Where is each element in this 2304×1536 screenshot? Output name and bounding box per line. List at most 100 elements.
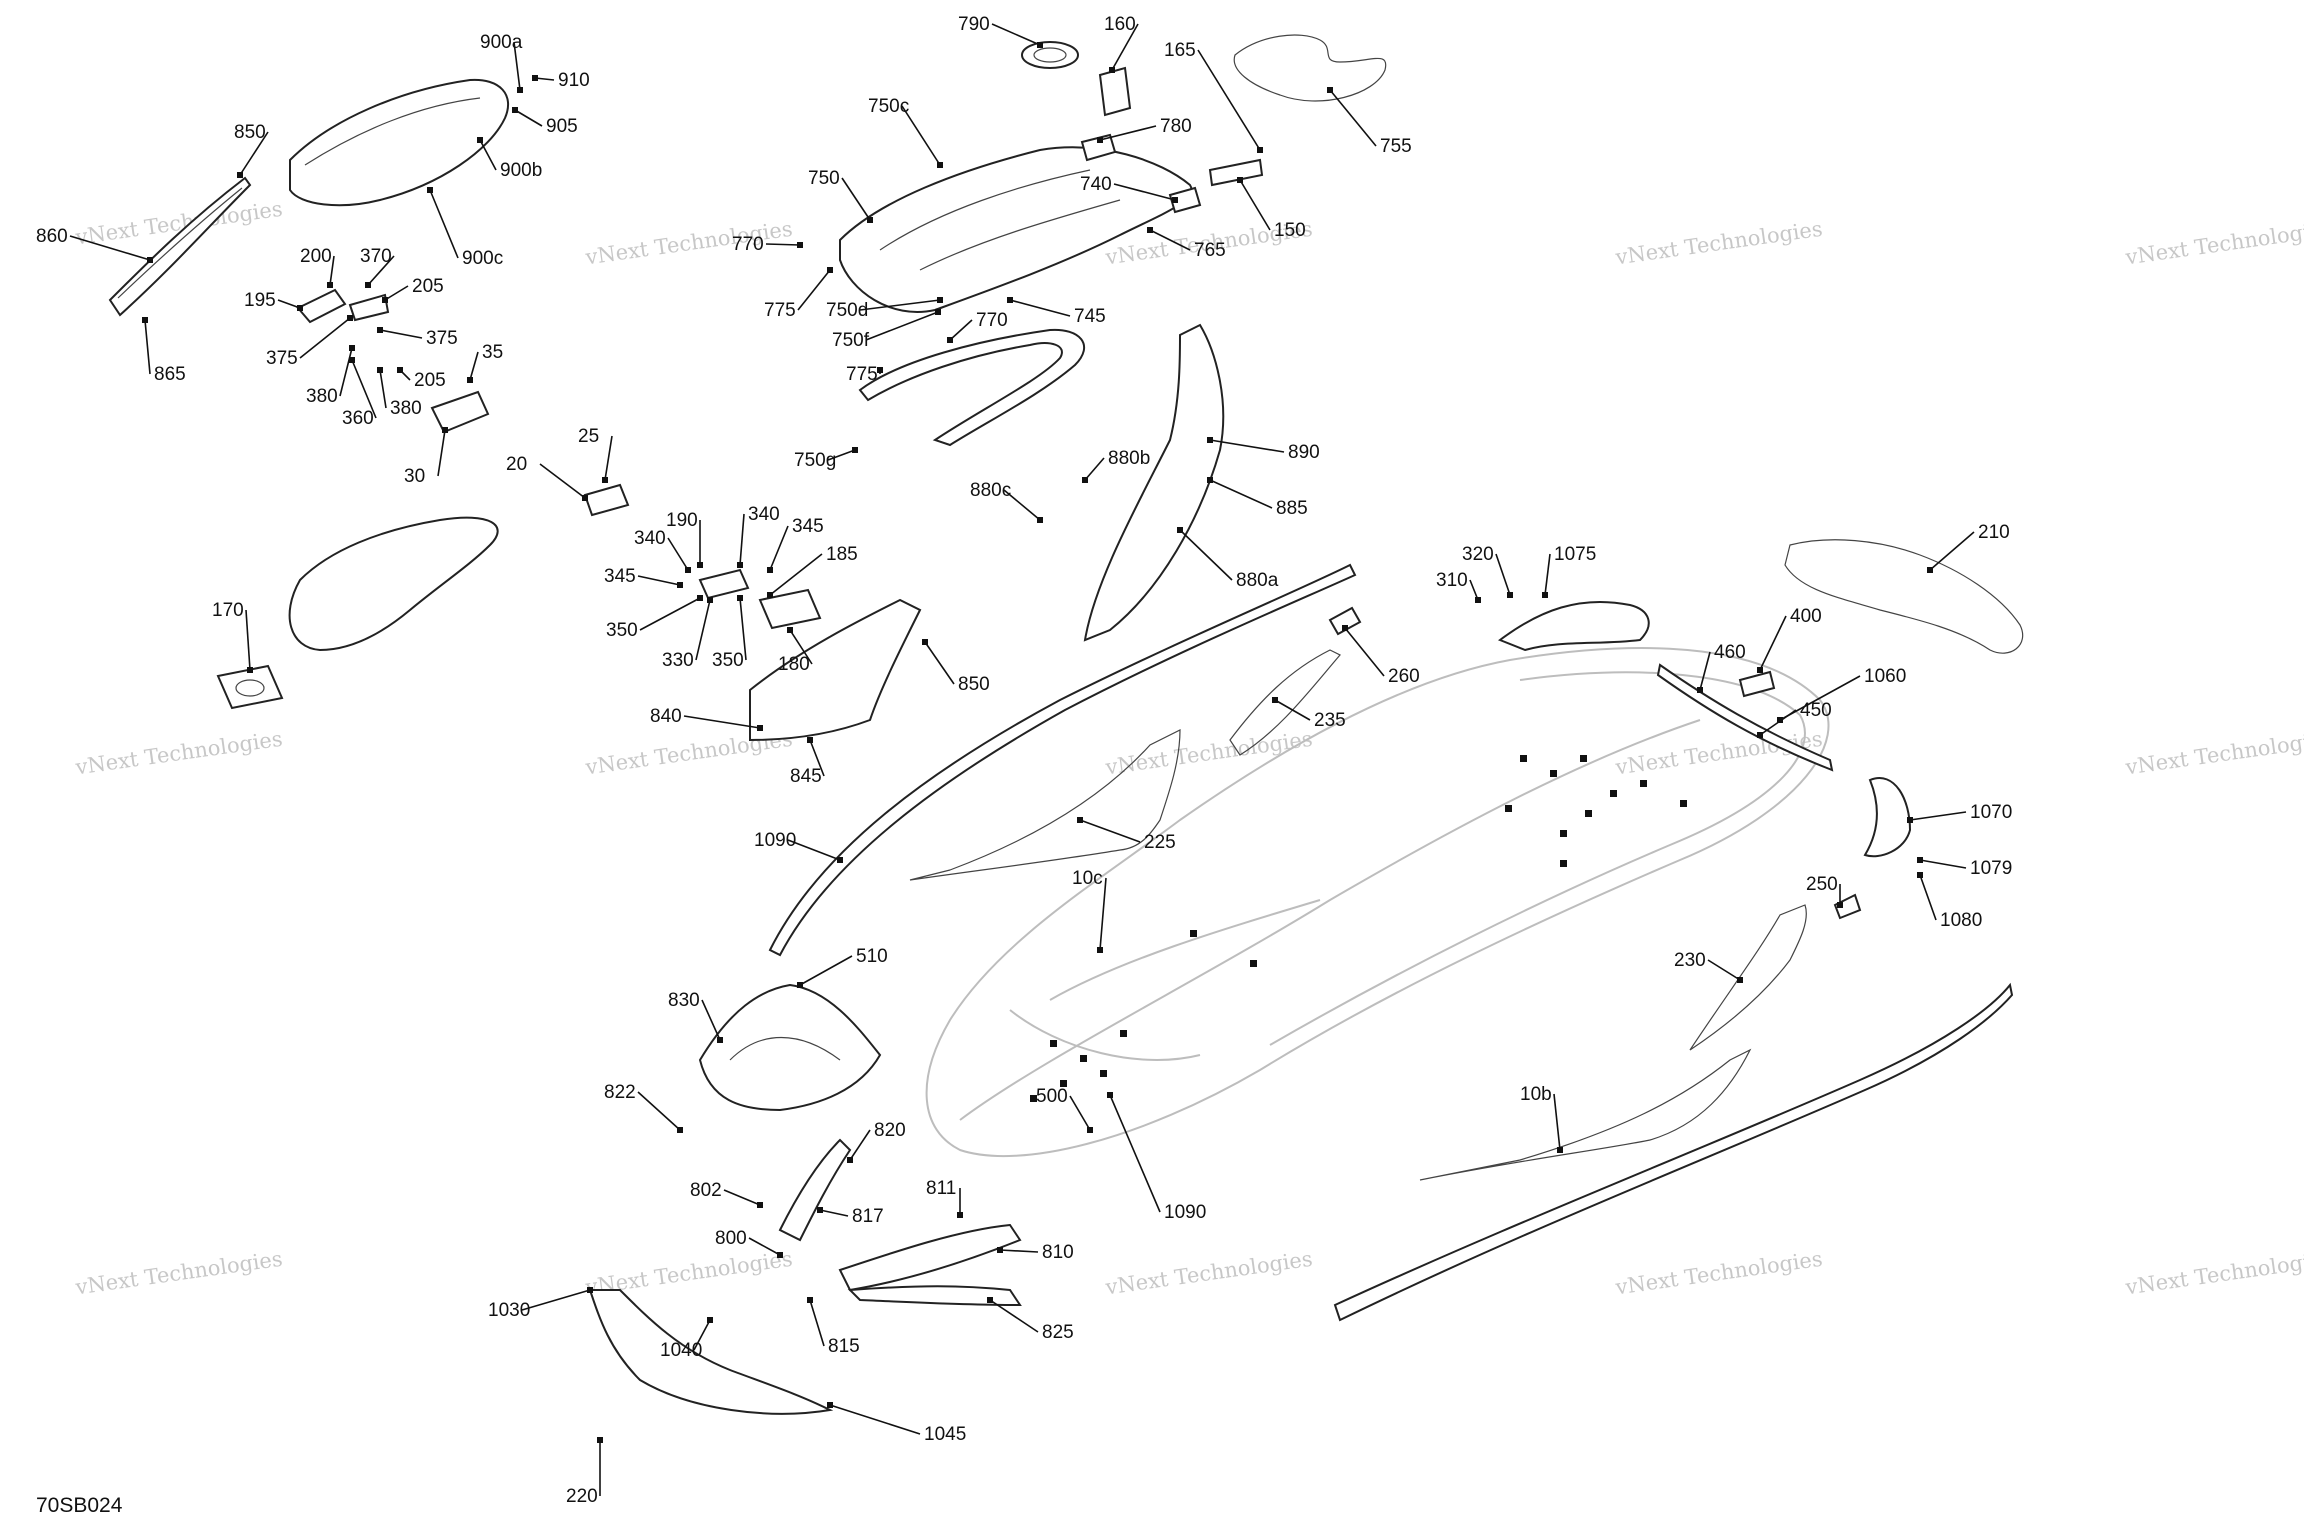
leader-line	[1495, 553, 1511, 596]
callout-label: 740	[1080, 174, 1112, 195]
watermark-text: vNext Technologies	[1613, 1247, 1824, 1300]
leader-line	[1929, 531, 1975, 571]
callout-label: 885	[1276, 498, 1308, 519]
callout-label: 775	[764, 300, 796, 321]
leader-line	[1099, 125, 1157, 141]
callout-label: 1075	[1554, 544, 1596, 565]
hull-fastener	[1250, 960, 1257, 967]
leader-line	[1069, 1095, 1091, 1131]
leader-line	[513, 41, 521, 91]
hull-fastener	[1560, 830, 1567, 837]
callout-label: 770	[732, 234, 764, 255]
watermark-text: vNext Technologies	[73, 727, 284, 780]
leader-line	[789, 629, 813, 665]
callout-label: 310	[1436, 570, 1468, 591]
callout-label: 1060	[1864, 666, 1906, 687]
part-900a	[289, 78, 510, 207]
part-790	[1021, 41, 1079, 69]
leader-line	[351, 359, 377, 419]
callout-label: 822	[604, 1082, 636, 1103]
callout-label: 750d	[826, 300, 868, 321]
callout-label: 160	[1104, 14, 1136, 35]
part-220	[1419, 1048, 1752, 1181]
leader-line	[841, 177, 871, 221]
callout-label: 850	[958, 674, 990, 695]
leader-line	[239, 131, 269, 176]
leader-line	[949, 319, 973, 341]
part-230	[1689, 904, 1807, 1051]
part-820	[778, 1138, 852, 1242]
part-195	[296, 288, 347, 324]
callout-label: 345	[792, 516, 824, 537]
leader-line	[683, 715, 761, 729]
callout-label: 890	[1288, 442, 1320, 463]
part-250	[1833, 893, 1862, 920]
callout-label: 205	[412, 276, 444, 297]
leader-line	[339, 347, 353, 397]
callout-label: 500	[1036, 1086, 1068, 1107]
leader-line	[769, 553, 823, 596]
leader-line	[667, 537, 689, 571]
callout-label: 250	[1806, 874, 1838, 895]
leader-line	[865, 311, 939, 341]
leader-line	[1909, 811, 1967, 821]
leader-line	[769, 525, 789, 571]
callout-label: 1040	[660, 1340, 702, 1361]
callout-label: 400	[1790, 606, 1822, 627]
leader-line	[723, 1189, 761, 1206]
part-210	[1784, 539, 2024, 654]
callout-label: 30	[404, 466, 425, 487]
leader-line	[277, 299, 301, 309]
leader-line	[1003, 489, 1041, 521]
leader-line	[809, 739, 825, 777]
callout-label: 815	[828, 1336, 860, 1357]
callout-label: 900a	[480, 32, 523, 53]
watermark-text: vNext Technologies	[2123, 727, 2304, 780]
callout-label: 825	[1042, 1322, 1074, 1343]
part-850-lower	[749, 598, 922, 742]
callout-label: 800	[715, 1228, 747, 1249]
leader-line	[924, 641, 955, 685]
leader-line	[991, 23, 1041, 46]
leader-line	[1919, 859, 1967, 869]
callout-label: 880b	[1108, 448, 1150, 469]
hull-fastener	[1505, 805, 1512, 812]
leader-line	[1759, 615, 1787, 671]
leader-line	[514, 109, 543, 127]
leader-line	[748, 1237, 781, 1256]
callout-label: 830	[668, 990, 700, 1011]
callout-label: 370	[360, 246, 392, 267]
leader-line	[534, 77, 555, 81]
hull-fastener	[1030, 1095, 1037, 1102]
leader-line	[69, 235, 151, 261]
leader-line	[1544, 553, 1551, 596]
callout-label: 811	[926, 1178, 956, 1199]
callout-label: 860	[36, 226, 68, 247]
callout-label: 190	[666, 510, 698, 531]
hull-fastener	[1060, 1080, 1067, 1087]
watermark-text: vNext Technologies	[1103, 1247, 1314, 1300]
callout-label: 380	[306, 386, 338, 407]
leader-line	[637, 1091, 681, 1131]
leader-line	[604, 435, 613, 481]
callout-label: 25	[578, 426, 599, 447]
leader-line	[1239, 179, 1271, 231]
callout-label: 10c	[1072, 868, 1103, 889]
part-500	[698, 983, 882, 1112]
callout-label: 210	[1978, 522, 2010, 543]
callout-label: 375	[266, 348, 298, 369]
part-1070	[1863, 777, 1912, 858]
part-260	[1328, 606, 1362, 636]
callout-label: 780	[1160, 116, 1192, 137]
part-30	[430, 390, 490, 434]
leader-line	[1113, 183, 1176, 201]
part-180	[758, 588, 822, 630]
callout-label: 375	[426, 328, 458, 349]
leader-line	[1274, 699, 1311, 721]
callout-label: 900b	[500, 160, 542, 181]
callout-label: 320	[1462, 544, 1494, 565]
part-755	[1233, 34, 1387, 102]
hull-fastener	[1120, 1030, 1127, 1037]
hull-fastener	[1585, 810, 1592, 817]
